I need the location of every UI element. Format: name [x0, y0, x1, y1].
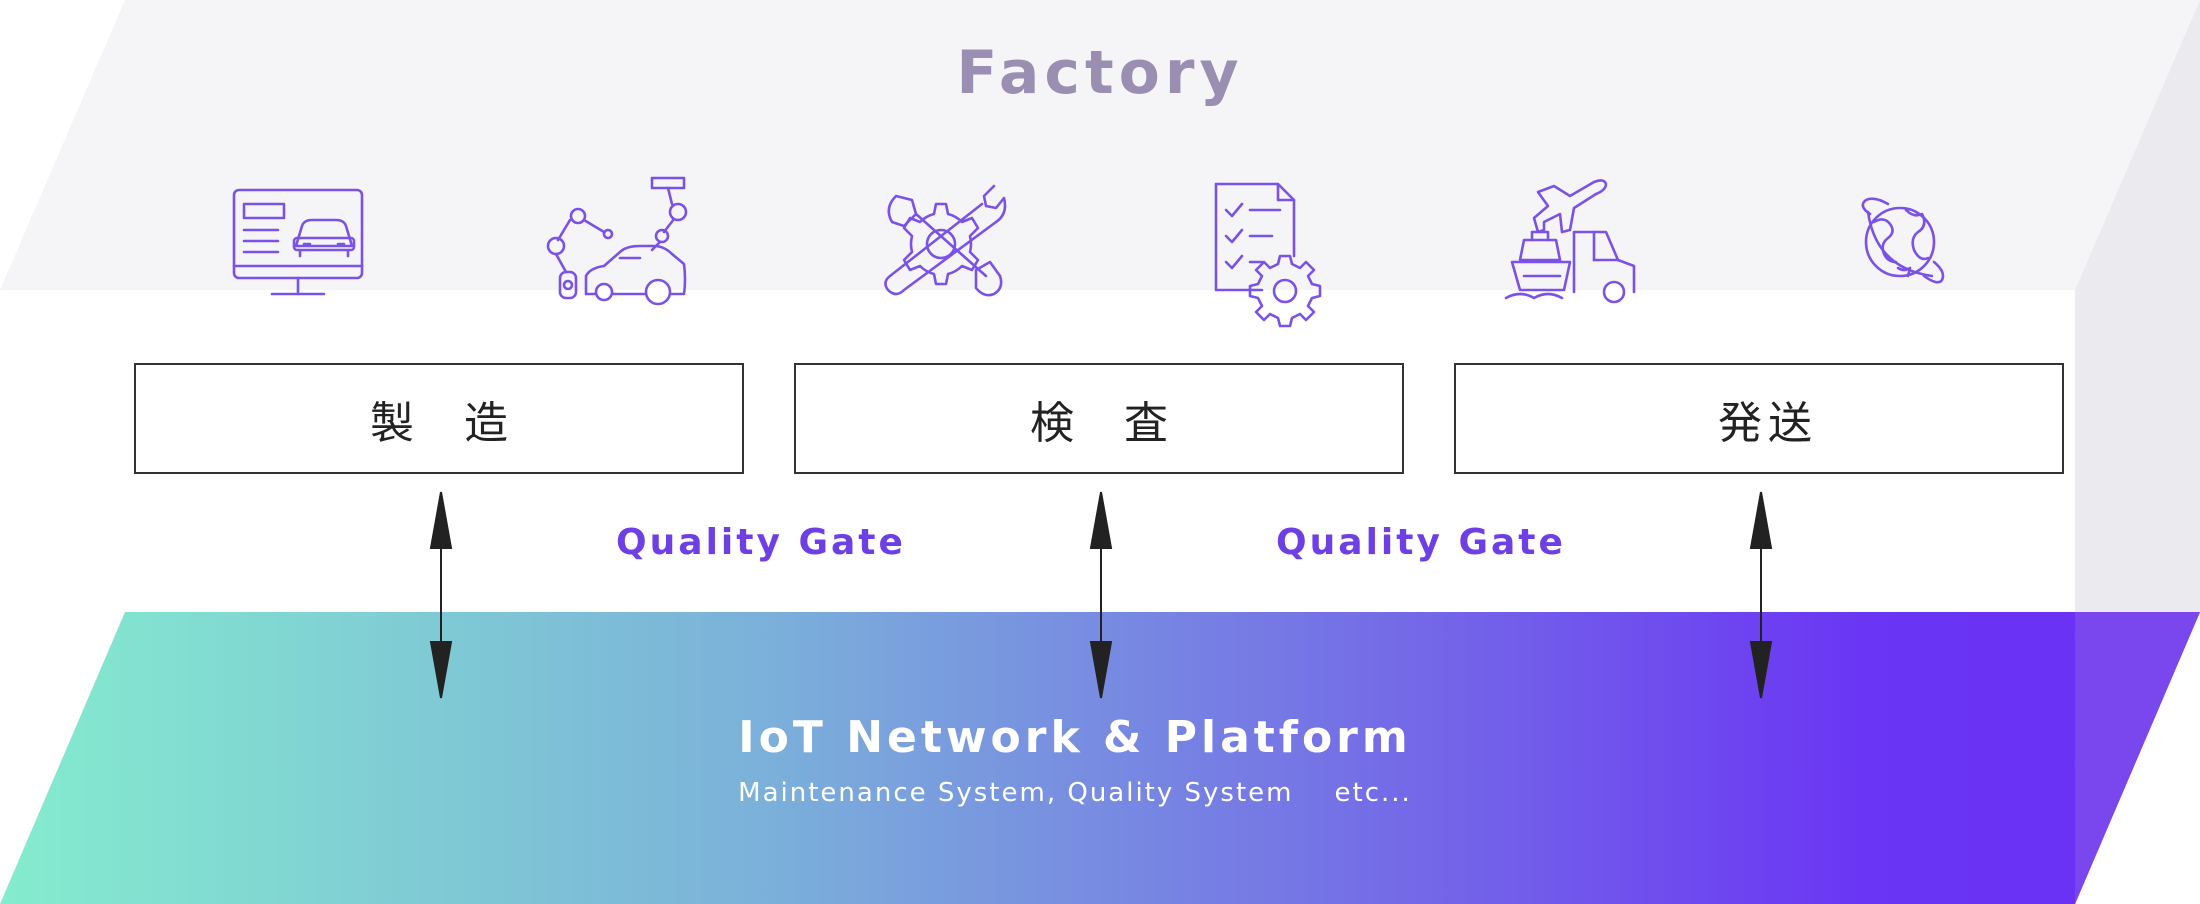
platform-side — [2075, 612, 2200, 904]
factory-side-wall — [2075, 0, 2200, 612]
process-label-shipping: 発送 — [1718, 397, 1818, 449]
arrow-inspection — [1089, 491, 1113, 699]
gear-wrench-icon — [884, 184, 1007, 297]
checklist-gear-icon — [1214, 182, 1322, 328]
quality-gate-label-2: Quality Gate — [1276, 522, 1566, 563]
quality-gate-label-1: Quality Gate — [616, 522, 906, 563]
monitor-car-icon — [232, 188, 364, 296]
platform-title: IoT Network & Platform — [738, 712, 1412, 763]
process-label-manufacturing: 製 造 — [370, 397, 526, 449]
sync-arrows — [429, 491, 1773, 699]
globe-icon — [1861, 197, 1945, 284]
process-label-inspection: 検 査 — [1030, 397, 1186, 449]
arrow-manufacturing — [429, 491, 453, 699]
platform-band — [0, 612, 2200, 904]
platform-subtitle: Maintenance System, Quality System etc..… — [738, 778, 1412, 808]
process-box-manufacturing: 製 造 — [134, 363, 744, 474]
shipping-transport-icon — [1504, 179, 1636, 304]
process-box-inspection: 検 査 — [794, 363, 1404, 474]
robot-arm-car-icon — [546, 176, 688, 306]
arrow-shipping — [1749, 491, 1773, 699]
process-box-shipping: 発送 — [1454, 363, 2064, 474]
factory-title: Factory — [956, 38, 1244, 108]
